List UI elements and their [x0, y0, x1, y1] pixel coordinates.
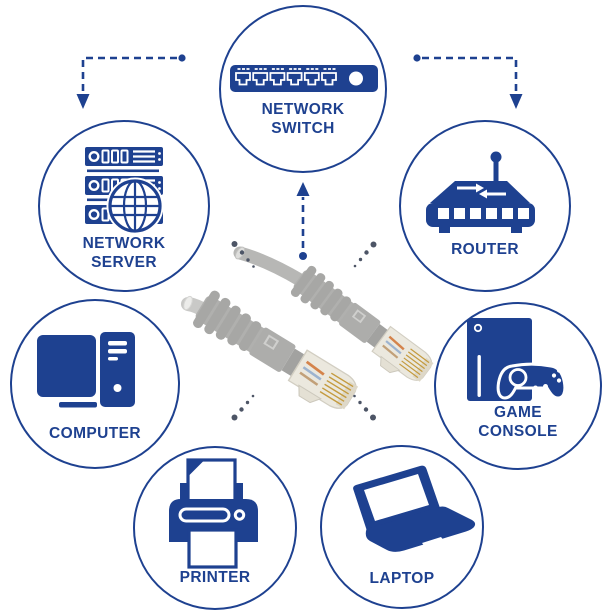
node-label: GAME CONSOLE: [478, 404, 558, 440]
printer-icon: [169, 458, 258, 569]
monitor-stand: [59, 402, 97, 408]
computer-icon: [37, 332, 135, 408]
plug-sleeve: [339, 302, 381, 343]
arrowhead-up: [296, 182, 310, 196]
node-label: NETWORK SWITCH: [261, 101, 345, 137]
laptop-screen: [364, 474, 429, 521]
paper-slot: [178, 507, 231, 523]
strain-relief-boot: [192, 290, 262, 351]
gold-pins: [319, 372, 354, 406]
router-ports: [438, 208, 529, 219]
strain-relief-boot: [290, 265, 352, 322]
ethernet-cable-photo: [181, 246, 434, 410]
paper-fold-corner: [189, 461, 203, 475]
console-slot: [477, 355, 481, 397]
dotted-link-nw: [231, 241, 255, 268]
cable-left-connector: [181, 290, 359, 410]
twisted-wires: [382, 335, 405, 359]
gamepad-buttons: [551, 368, 567, 383]
dotted-links: [231, 241, 377, 421]
tower-details: [108, 341, 127, 392]
cable-right-connector: [233, 246, 434, 382]
node-network-server: NETWORK SERVER: [38, 120, 210, 292]
gold-pins: [399, 348, 430, 379]
console-power-button: [473, 323, 483, 333]
node-label: NETWORK SERVER: [82, 235, 166, 271]
monitor: [37, 335, 96, 397]
cable-cord: [233, 246, 307, 287]
dotted-link-se: [353, 394, 376, 421]
node-label: PRINTER: [179, 569, 251, 586]
node-router: ROUTER: [399, 120, 571, 292]
antenna-stem: [493, 158, 499, 182]
dotted-link-ne: [353, 241, 377, 268]
feed-upright: [236, 483, 243, 503]
network-server-icon: [85, 147, 164, 234]
dotted-link-sw: [231, 394, 255, 421]
node-printer: PRINTER: [133, 446, 297, 610]
router-foot: [439, 227, 450, 233]
router-top: [430, 181, 530, 203]
arrow-cable-to-switch-dashed: [296, 182, 310, 260]
network-switch-icon: [230, 65, 378, 92]
plug-sleeve: [249, 327, 296, 372]
arrowhead-down: [509, 94, 523, 109]
laptop-base: [365, 506, 476, 552]
node-label: ROUTER: [451, 241, 519, 258]
game-console-icon: [467, 318, 567, 401]
joystick-ring: [508, 368, 528, 387]
plug-latch: [298, 384, 322, 404]
printer-button: [233, 509, 246, 521]
arrowhead-down: [76, 94, 90, 109]
cable-cut-end: [183, 295, 193, 311]
node-network-switch: NETWORK SWITCH: [219, 5, 387, 173]
laptop-icon: [353, 465, 476, 552]
arrow-to-router-dashed: [413, 54, 523, 109]
rj45-plug: [371, 325, 434, 382]
gamepad-icon: [496, 362, 567, 400]
laptop-trackpad: [422, 537, 445, 548]
node-laptop: LAPTOP: [320, 445, 484, 609]
feed-upright: [180, 483, 187, 503]
arrow-to-server-dashed: [76, 54, 186, 109]
antenna-tip: [490, 151, 502, 163]
node-computer: COMPUTER: [10, 299, 180, 469]
node-label: LAPTOP: [369, 570, 435, 587]
node-label: COMPUTER: [49, 425, 141, 442]
transfer-arrows: [457, 183, 506, 199]
node-game-console: GAME CONSOLE: [434, 302, 602, 470]
twisted-wires: [299, 360, 325, 386]
switch-power-light: [349, 71, 363, 86]
router-icon: [426, 151, 535, 233]
router-foot: [511, 227, 522, 233]
plug-latch: [380, 355, 401, 374]
rj45-plug: [287, 349, 359, 410]
output-tray: [187, 528, 238, 569]
globe-icon: [106, 177, 164, 234]
